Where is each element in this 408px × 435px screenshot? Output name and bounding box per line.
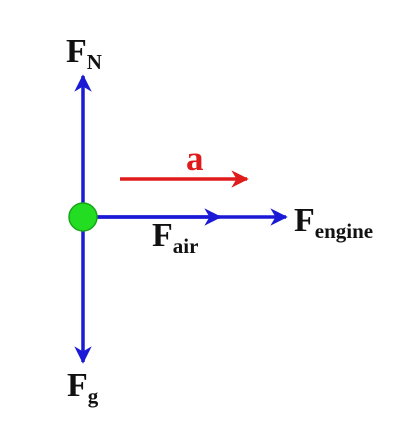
engine-force-label: Fengine [294, 202, 373, 243]
gravity-force-label-main: F [67, 367, 88, 404]
normal-force-label-main: F [66, 33, 87, 70]
normal-force-label: FN [66, 33, 102, 74]
engine-force-label-main: F [294, 202, 315, 239]
engine-force-label-sub: engine [315, 219, 373, 243]
gravity-force-label-sub: g [88, 384, 99, 408]
normal-force-label-sub: N [87, 50, 102, 74]
object-dot [68, 202, 98, 232]
air-force-label-sub: air [173, 234, 199, 258]
air-force-label: Fair [152, 217, 198, 258]
air-force-label-main: F [152, 217, 173, 254]
acceleration-label: a [186, 139, 204, 178]
gravity-force-label: Fg [67, 367, 99, 408]
